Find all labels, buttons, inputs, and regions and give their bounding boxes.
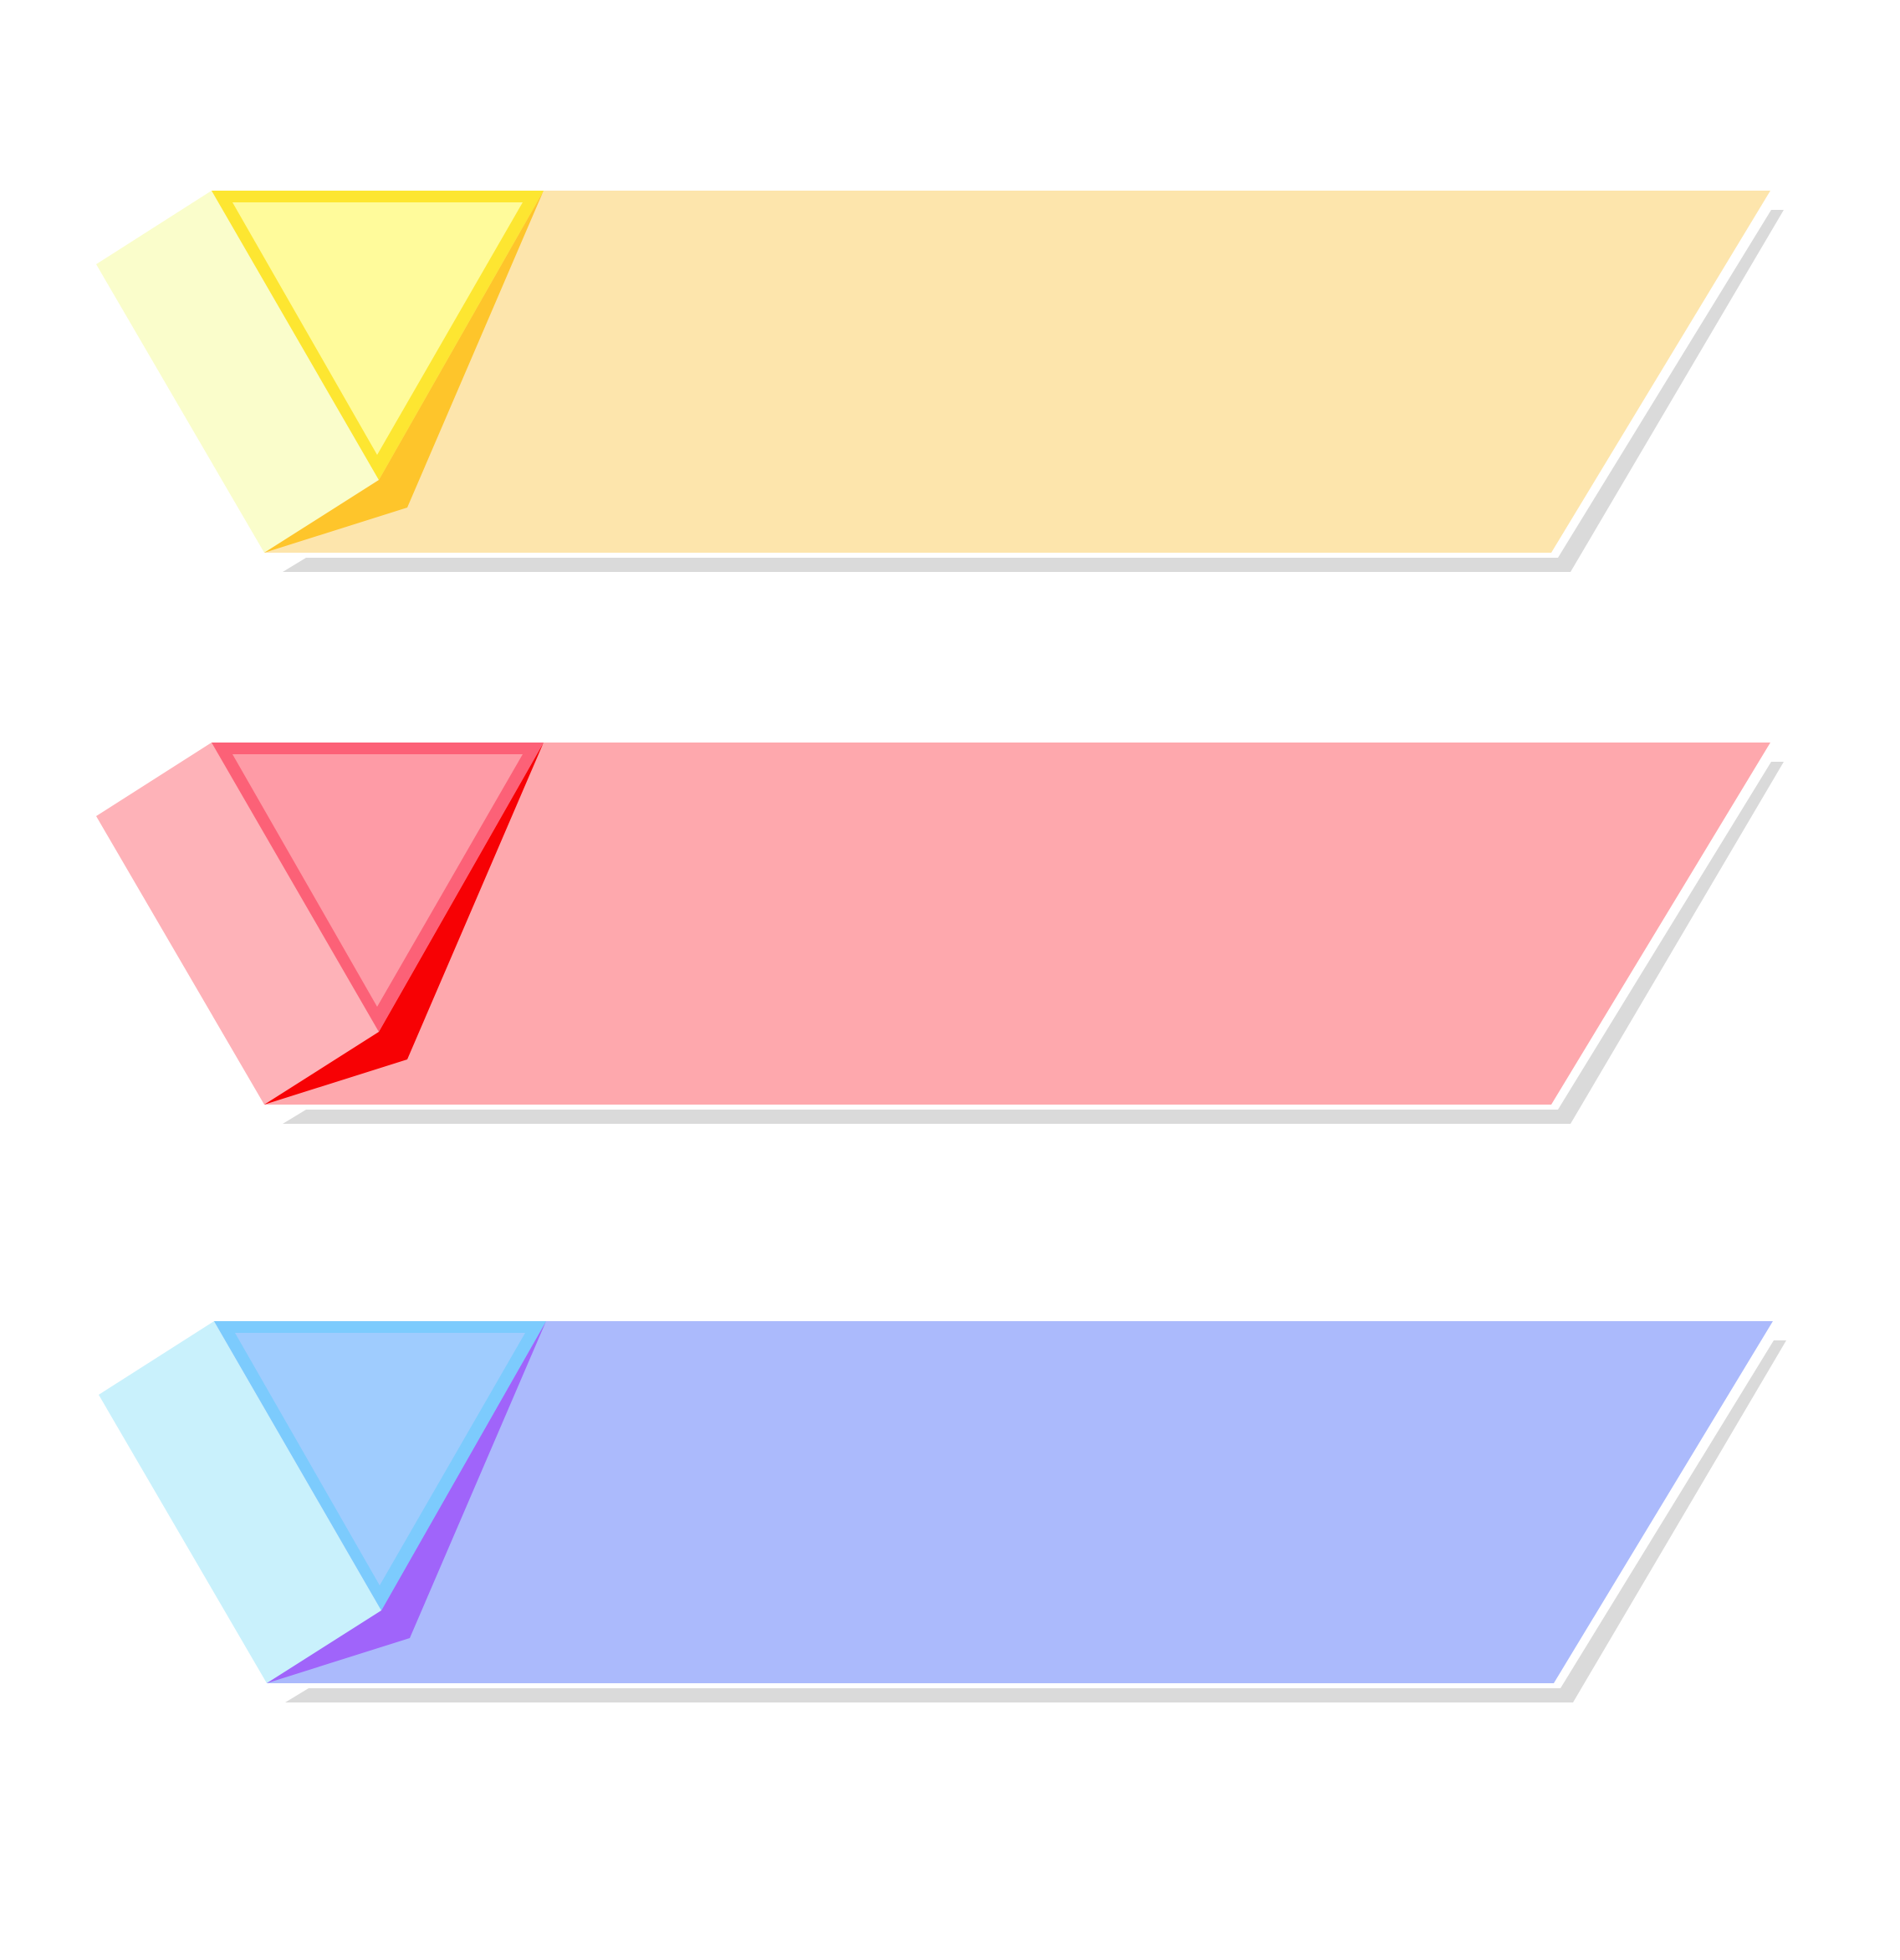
banner-side-flap [96,743,379,1105]
banner-fold [264,743,544,1105]
banner-group [96,191,1786,1702]
banner-side-flap [96,191,379,553]
banner-blue [99,1321,1786,1702]
banner-side-flap [99,1321,381,1683]
triangle-icon [235,1333,525,1585]
banner-fold [264,191,544,553]
banner-body [212,743,1770,1105]
banner-fold [267,1321,546,1683]
banner-yellow [96,191,1784,572]
banner-body [214,1321,1773,1683]
banner-red [96,743,1784,1124]
triangle-icon [232,202,523,455]
banner-body [212,191,1770,553]
triangle-icon [232,754,523,1007]
